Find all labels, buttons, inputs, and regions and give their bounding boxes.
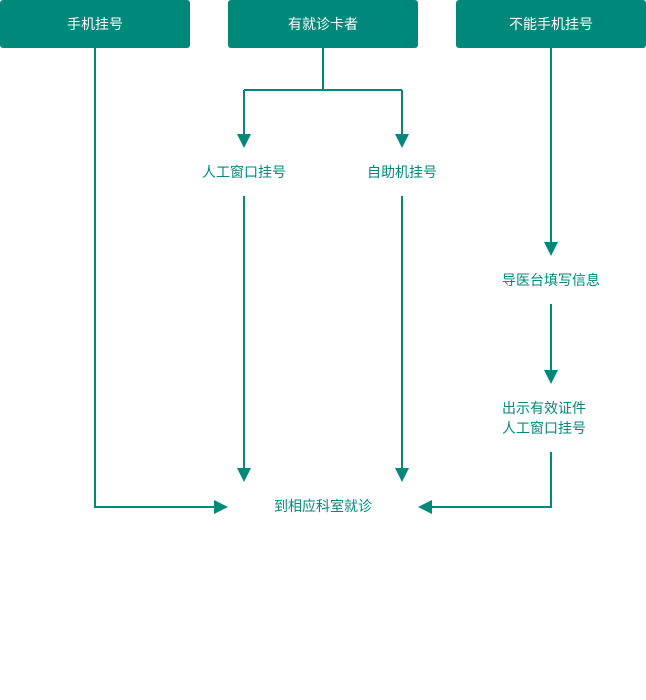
node-show-id-line2: 人工窗口挂号: [502, 421, 586, 437]
node-guide-desk: 导医台填写信息: [502, 273, 600, 289]
node-show-id: 出示有效证件 人工窗口挂号: [502, 399, 586, 439]
arrowhead-guide: [544, 242, 558, 256]
node-window-registration: 人工窗口挂号: [202, 165, 286, 181]
node-show-id-line1: 出示有效证件: [502, 401, 586, 417]
arrowhead-window: [237, 134, 251, 148]
box-card-holder: 有就诊卡者: [228, 0, 418, 48]
arrowhead-destination-left: [214, 500, 228, 514]
arrowhead-window-down: [237, 468, 251, 482]
connector-showid-to-destination: [432, 452, 552, 508]
node-self-service-registration: 自助机挂号: [367, 165, 437, 181]
arrowhead-selfservice-down: [395, 468, 409, 482]
arrowhead-showid: [544, 370, 558, 384]
arrowhead-selfservice: [395, 134, 409, 148]
arrowhead-destination-right: [418, 500, 432, 514]
connector-card-split: [243, 48, 403, 134]
box-phone-registration: 手机挂号: [0, 0, 190, 48]
node-destination: 到相应科室就诊: [274, 499, 372, 515]
box-no-phone-registration: 不能手机挂号: [456, 0, 646, 48]
connector-phone-to-destination: [94, 48, 214, 508]
